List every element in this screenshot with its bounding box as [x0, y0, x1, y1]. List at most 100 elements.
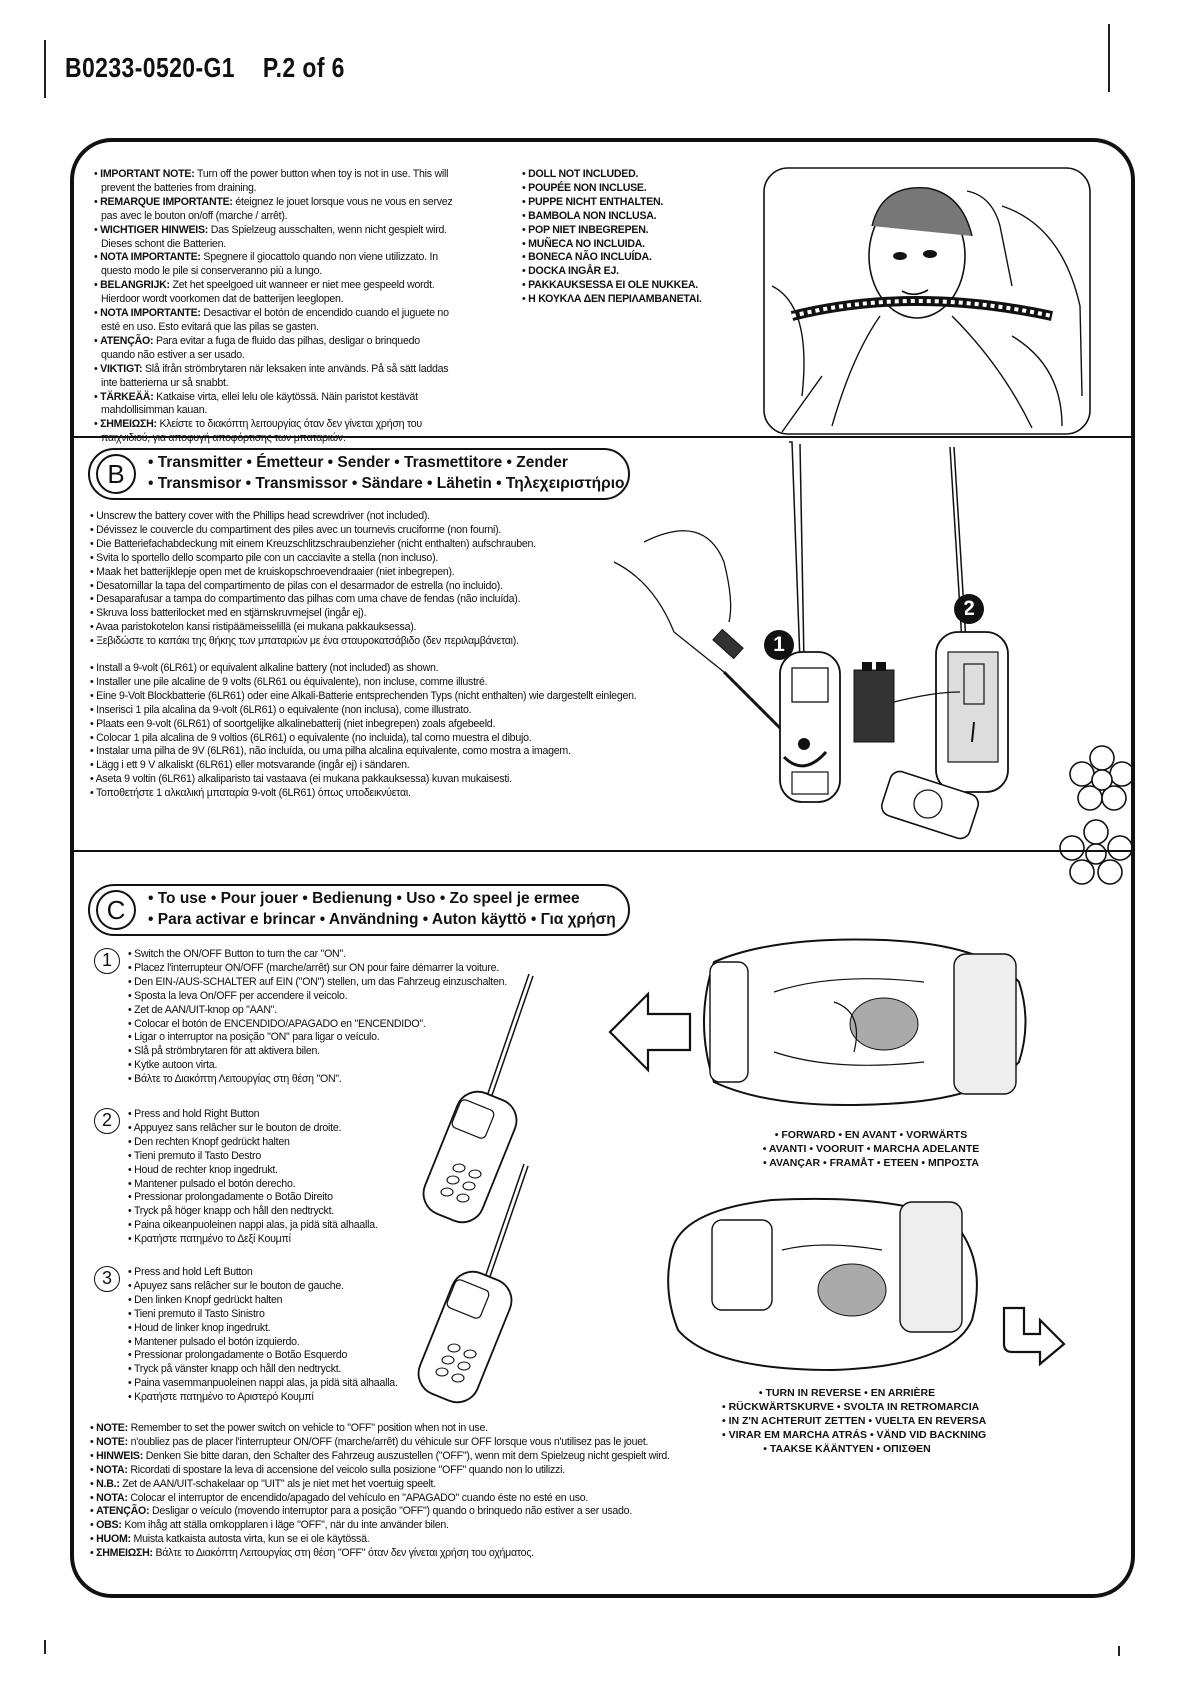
note-label: HINWEIS: — [96, 1449, 144, 1462]
note-line: • TÄRKEÄÄ: Katkaise virta, ellei lelu ol… — [94, 390, 418, 403]
note-continuation: quando não estiver a ser usado. — [94, 349, 544, 363]
bullet-text: Paina oikeanpuoleinen nappi alas, ja pid… — [134, 1219, 378, 1232]
note-label: TÄRKEÄÄ: — [100, 390, 154, 403]
doll-in-car-illustration — [763, 167, 1091, 435]
important-notes: • IMPORTANT NOTE: Turn off the power but… — [94, 168, 544, 446]
bullet-line: • Pressionar prolongadamente o Botão Esq… — [128, 1349, 348, 1362]
note-text: Κλείστε το διακόπτη λειτουργίας όταν δεν… — [156, 418, 422, 431]
bullet-text: POUPÉE NON INCLUSE. — [528, 181, 647, 194]
bullet-line: • Lägg i ett 9 V alkaliskt (6LR61) eller… — [90, 759, 410, 772]
note-label: N.B.: — [96, 1477, 120, 1490]
bullet-line: • Κρατήστε πατημένο το Δεξί Κουμπί — [128, 1233, 291, 1246]
bullet-text: Mantener pulsado el botón izquierdo. — [134, 1335, 300, 1348]
bullet-line: • Die Batteriefachabdeckung mit einem Kr… — [90, 537, 536, 550]
bullet-line: • Colocar el botón de ENCENDIDO/APAGADO … — [128, 1017, 426, 1030]
page-number: P.2 of 6 — [262, 52, 345, 83]
bullet-line: • POUPÉE NON INCLUSE. — [522, 181, 647, 194]
crop-mark-bottom-left — [44, 1640, 46, 1654]
note-label: NOTA IMPORTANTE: — [100, 251, 201, 264]
note-line: • NOTA: Colocar el interruptor de encend… — [90, 1491, 589, 1504]
bullet-line: • Eine 9-Volt Blockbatterie (6LR61) oder… — [90, 689, 637, 702]
bullet-line: • Paina oikeanpuoleinen nappi alas, ja p… — [128, 1219, 378, 1232]
bullet-text: Colocar 1 pila alcalina de 9 voltios (6L… — [96, 731, 532, 744]
note-text: Colocar el interruptor de encendido/apag… — [127, 1491, 589, 1504]
note-text: Katkaise virta, ellei lelu ole käytössä.… — [153, 390, 418, 403]
bullet-line: • Pressionar prolongadamente o Botão Dir… — [128, 1191, 333, 1204]
bullet-line: • Skruva loss batterilocket med en stjär… — [90, 607, 367, 620]
bullet-text: PAKKAUKSESSA EI OLE NUKKEA. — [528, 279, 698, 292]
step-2-number: 2 — [94, 1108, 120, 1134]
bullet-line: • Dévissez le couvercle du compartiment … — [90, 523, 502, 536]
bullet-line: • Den EIN-/AUS-SCHALTER auf EIN ("ON") s… — [128, 975, 507, 988]
bullet-text: Η ΚΟΥΚΛΑ ΔΕΝ ΠΕΡΙΛΑΜΒΑΝΕΤΑΙ. — [528, 293, 702, 306]
bullet-line: • Installer une pile alcaline de 9 volts… — [90, 675, 488, 688]
note-continuation: Hierdoor wordt voorkomen dat de batterij… — [94, 293, 544, 307]
step-1-badge: 1 — [764, 630, 794, 660]
bullet-line: • Press and hold Right Button — [128, 1108, 260, 1120]
bullet-text: Tryck på höger knapp och håll den nedtry… — [133, 1205, 334, 1218]
install-battery-instructions: • Install a 9-volt (6LR61) or equivalent… — [90, 662, 637, 801]
reverse-turn-arrow-icon — [1002, 1306, 1066, 1367]
bullet-text: BAMBOLA NON INCLUSA. — [528, 209, 657, 222]
bullet-text: Tieni premuto il Tasto Destro — [133, 1149, 261, 1162]
bullet-line: • Colocar 1 pila alcalina de 9 voltios (… — [90, 731, 532, 744]
flower-decoration-upper — [1069, 745, 1131, 811]
bullet-line: • Placez l'interrupteur ON/OFF (marche/a… — [128, 961, 499, 974]
crop-mark-top-left — [44, 40, 46, 98]
bullet-text: Aseta 9 voltin (6LR61) alkaliparisto tai… — [95, 773, 513, 786]
note-continuation: Dieses schont die Batterien. — [94, 238, 544, 252]
bullet-line: • Press and hold Left Button — [128, 1266, 253, 1278]
divider-a — [74, 436, 1131, 438]
note-text-cont: Hierdoor wordt voorkomen dat de batterij… — [101, 293, 344, 306]
bullet-line: • POP NIET INBEGREPEN. — [522, 223, 649, 236]
bullet-text: Maak het batterijklepje open met de krui… — [96, 565, 455, 578]
bullet-line: • Desatornillar la tapa del compartiment… — [90, 579, 503, 592]
note-line: • NOTA: Ricordati di spostare la leva di… — [90, 1463, 565, 1476]
bullet-text: Switch the ON/OFF Button to turn the car… — [134, 948, 346, 960]
note-line: • VIKTIGT: Slå ifrån strömbrytaren när l… — [94, 362, 449, 375]
section-b-title-pill — [88, 448, 630, 500]
bullet-line: • Svita lo sportello dello scomparto pil… — [90, 551, 439, 564]
note-line: • ΣΗΜΕΙΩΣΗ: Βάλτε το Διακόπτη Λειτουργία… — [90, 1547, 534, 1560]
note-line: • NOTA IMPORTANTE: Spegnere il giocattol… — [94, 251, 438, 264]
car-forward-illustration — [703, 938, 1027, 1107]
bullet-text: Apuyez sans relâcher sur le bouton de ga… — [133, 1279, 344, 1292]
note-label: ATENÇÃO: — [96, 1505, 150, 1518]
note-continuation: pas avec le bouton on/off (marche / arrê… — [94, 210, 544, 224]
bullet-text: Zet de AAN/UIT-knop op "AAN". — [134, 1003, 277, 1016]
note-continuation: prevent the batteries from draining. — [94, 182, 544, 196]
doll-not-included-list: • DOLL NOT INCLUDED.• POUPÉE NON INCLUSE… — [522, 168, 722, 307]
note-label: NOTA: — [96, 1463, 128, 1476]
section-b-badge: B — [96, 454, 136, 494]
bullet-line: • Slå på strömbrytaren för att aktivera … — [128, 1045, 320, 1058]
document-code: B0233-0520-G1 — [65, 52, 235, 83]
section-c-title-line1: • To use • Pour jouer • Bedienung • Uso … — [148, 890, 580, 907]
bullet-text: Ligar o interruptor na posição "ON" para… — [134, 1031, 380, 1044]
instruction-frame: • IMPORTANT NOTE: Turn off the power but… — [70, 138, 1135, 1598]
note-text: Kom ihåg att ställa omkopplaren i läge "… — [121, 1519, 449, 1532]
divider-b — [74, 850, 1131, 852]
bullet-line: • Instalar uma pilha de 9V (6LR61), não … — [90, 745, 571, 758]
bullet-line: • Inserisci 1 pila alcalina da 9-volt (6… — [90, 703, 472, 716]
note-line: • NOTE: n'oubliez pas de placer l'interr… — [90, 1435, 649, 1448]
bullet-line: • BONECA NÃO INCLUÍDA. — [522, 251, 652, 264]
note-label: IMPORTANT NOTE: — [100, 168, 195, 180]
bullet-text: Press and hold Right Button — [134, 1108, 260, 1120]
bullet-text: Desatornillar la tapa del compartimento … — [96, 579, 503, 592]
bullet-text: Βάλτε το Διακόπτη Λειτουργίας στη θέση "… — [134, 1073, 342, 1086]
note-text: Zet de AAN/UIT-schakelaar op "UIT" als j… — [119, 1477, 436, 1490]
bullet-text: Ξεβιδώστε το καπάκι της θήκης των μπαταρ… — [96, 635, 519, 648]
bullet-line: • Switch the ON/OFF Button to turn the c… — [128, 948, 346, 960]
bullet-line: • Houd de rechter knop ingedrukt. — [128, 1163, 278, 1176]
bullet-text: Den linken Knopf gedrückt halten — [134, 1293, 283, 1306]
bullet-line: • Apuyez sans relâcher sur le bouton de … — [128, 1279, 344, 1292]
note-text: Ricordati di spostare la leva di accensi… — [127, 1463, 565, 1476]
note-continuation: inte batterierna ur så snabbt. — [94, 377, 544, 391]
bullet-line: • Aseta 9 voltin (6LR61) alkaliparisto t… — [90, 773, 513, 786]
bullet-text: Pressionar prolongadamente o Botão Direi… — [134, 1191, 333, 1204]
note-label: ΣΗΜΕΙΩΣΗ: — [100, 418, 157, 431]
battery-install-illustration — [853, 446, 1009, 840]
reverse-caption: • TURN IN REVERSE • EN ARRIÈRE • RÜCKWÄR… — [722, 1387, 987, 1455]
note-text: Das Spielzeug ausschalten, wenn nicht ge… — [208, 223, 447, 236]
note-text: Remember to set the power switch on vehi… — [127, 1422, 488, 1434]
